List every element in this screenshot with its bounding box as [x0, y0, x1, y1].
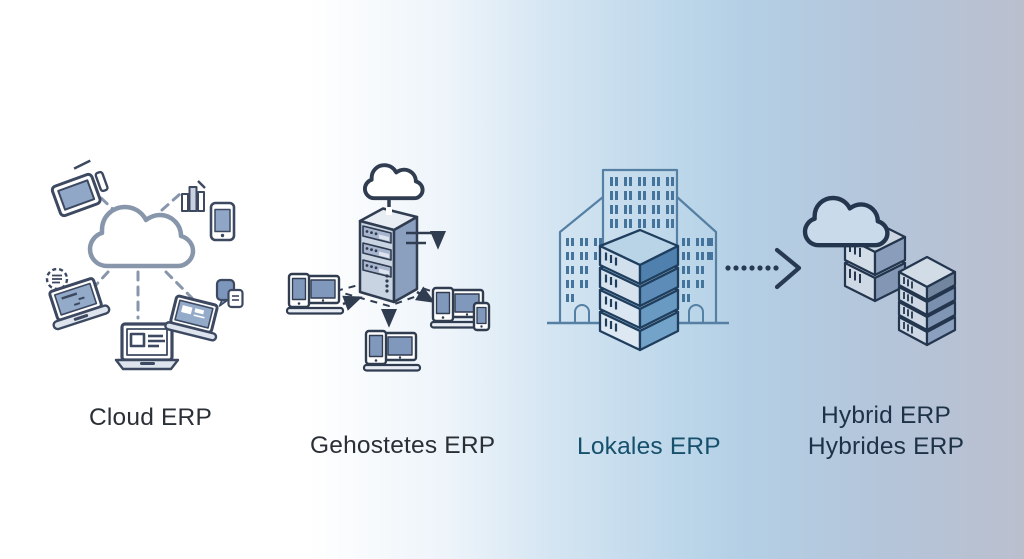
smartphone-icon: [209, 201, 236, 242]
data-flow-arrow-icon: [406, 231, 447, 250]
dotted-arrow-icon: [725, 247, 802, 290]
platform-diamond: [332, 275, 435, 308]
office-building-icon: [547, 168, 729, 325]
cloud-erp-label: Cloud ERP: [89, 404, 212, 431]
hybrid-erp-illustration: [795, 190, 957, 347]
hybrid-erp-label-line2: Hybrides ERP: [807, 433, 965, 460]
hosted-erp-illustration: [285, 163, 491, 372]
bar-chart-icon: [181, 180, 206, 212]
tablet-icon: [50, 159, 109, 218]
local-erp-illustration: [547, 168, 729, 352]
workstation-icon: [429, 286, 491, 332]
workstation-icon: [362, 329, 422, 372]
laptop-icon: [48, 277, 111, 331]
server-tower-icon: [358, 207, 419, 304]
hosted-erp-label: Gehostetes ERP: [310, 432, 496, 459]
cloud-icon: [362, 163, 425, 201]
distribution-arrows: [342, 286, 436, 328]
laptop-icon: [114, 322, 180, 371]
local-erp-label: Lokales ERP: [577, 433, 721, 460]
server-stack-icon: [598, 228, 680, 352]
server-stack-icon: [897, 255, 957, 347]
cloud-icon: [805, 198, 887, 245]
cloud-erp-illustration: [45, 159, 244, 371]
hybrid-erp-label: Hybrid ERP Hybrides ERP: [796, 400, 976, 462]
chat-bubbles-icon: [215, 278, 244, 309]
hybrid-erp-label-line1: Hybrid ERP: [821, 402, 951, 429]
workstation-icon: [285, 272, 345, 315]
cloud-icon: [90, 207, 193, 266]
laptop-icon: [164, 294, 219, 342]
